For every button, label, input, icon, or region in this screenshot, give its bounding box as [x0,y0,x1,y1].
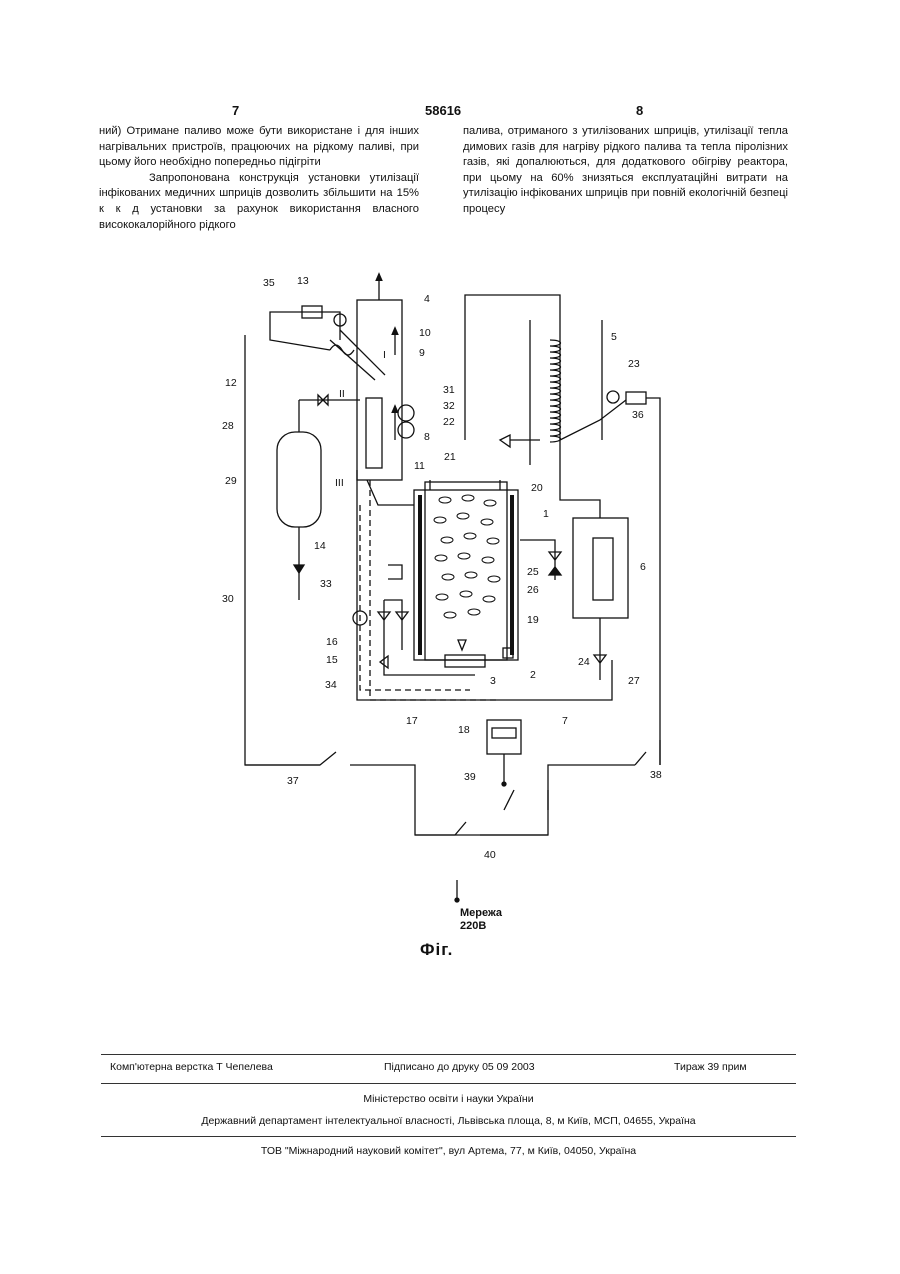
ref-23: 23 [628,358,640,370]
ref-38: 38 [650,769,662,781]
ref-27: 27 [628,675,640,687]
ref-1: 1 [543,508,549,520]
ref-7: 7 [562,715,568,727]
ref-13: 13 [297,275,309,287]
ref-14: 14 [314,540,326,552]
ref-5: 5 [611,331,617,343]
footer-rule-bottom [101,1136,796,1137]
ref-3: 3 [490,675,496,687]
ref-8: 8 [424,431,430,443]
network-label: Мережа 220В [460,907,502,933]
ref-36: 36 [632,409,644,421]
typesetting-credit: Комп'ютерна верстка Т Чепелева [110,1061,273,1073]
fuel-tank [277,432,321,527]
ref-37: 37 [287,775,299,787]
zone-i: I [383,349,386,361]
ref-19: 19 [527,614,539,626]
zone-ii: II [339,388,345,400]
ref-32: 32 [443,400,455,412]
ref-11: 11 [414,460,425,472]
ref-2: 2 [530,669,536,681]
flue-duct [357,300,402,480]
ref-30: 30 [222,593,234,605]
ref-22: 22 [443,416,455,428]
ref-12: 12 [225,377,237,389]
ref-35: 35 [263,277,275,289]
ref-34: 34 [325,679,337,691]
ref-16: 16 [326,636,338,648]
ref-33: 33 [320,578,332,590]
department-line: Державний департамент інтелектуальної вл… [101,1115,796,1127]
ref-4: 4 [424,293,430,305]
print-run: Тираж 39 прим [674,1061,747,1073]
ref-15: 15 [326,654,338,666]
ref-21: 21 [444,451,456,463]
ref-39: 39 [464,771,476,783]
ref-18: 18 [458,724,470,736]
ref-24: 24 [578,656,590,668]
condensate-collector [573,518,628,618]
coil-heat-exchanger [550,340,561,442]
network-label-line-1: Мережа [460,907,502,920]
publisher-line: ТОВ "Міжнародний науковий комітет", вул … [101,1145,796,1157]
ministry-line: Міністерство освіти і науки України [101,1093,796,1105]
ref-9: 9 [419,347,425,359]
reactor-vessel [414,490,518,660]
footer-rule-top [101,1054,796,1055]
footer-rule-middle [101,1083,796,1084]
ref-6: 6 [640,561,646,573]
ref-28: 28 [222,420,234,432]
zone-iii: III [335,477,344,489]
ref-25: 25 [527,566,539,578]
ref-10: 10 [419,327,431,339]
network-label-line-2: 220В [460,920,502,933]
figure-caption: Фіг. [420,940,453,960]
ref-17: 17 [406,715,418,727]
ref-31: 31 [443,384,455,396]
ref-29: 29 [225,475,237,487]
ref-40: 40 [484,849,496,861]
signed-date: Підписано до друку 05 09 2003 [384,1061,535,1073]
ref-26: 26 [527,584,539,596]
ref-20: 20 [531,482,543,494]
